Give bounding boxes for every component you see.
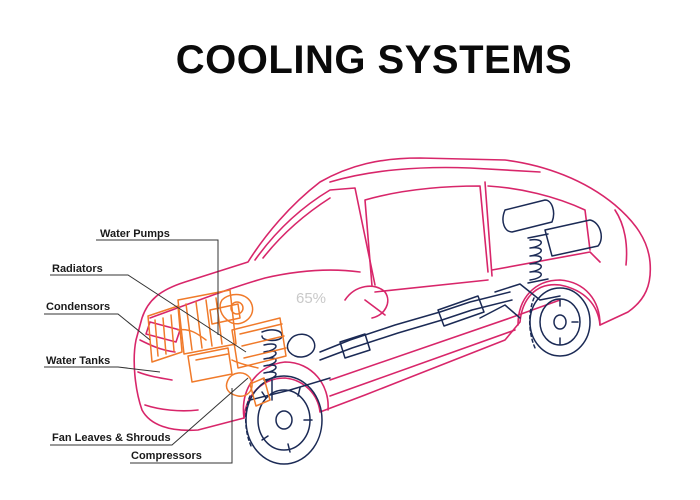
zoom-watermark: 65% [296,290,326,307]
engine-bay-parts [147,289,287,407]
label-condensors: Condensors [46,301,110,313]
car-body-outline [133,157,652,432]
chassis-drivetrain [245,199,602,465]
label-fan-leaves-shrouds: Fan Leaves & Shrouds [52,432,171,444]
page-title: COOLING SYSTEMS [175,38,573,82]
label-compressors: Compressors [131,450,202,462]
label-radiators: Radiators [52,263,103,275]
label-water-pumps: Water Pumps [100,228,170,240]
leader-lines [44,239,249,464]
label-water-tanks: Water Tanks [46,355,110,367]
